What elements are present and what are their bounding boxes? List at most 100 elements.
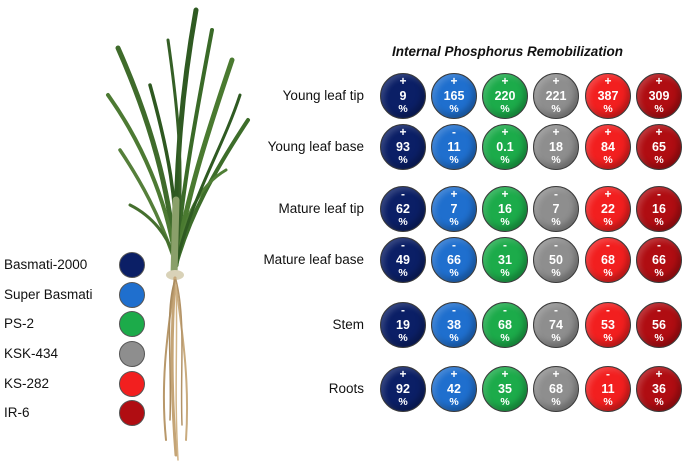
row-label: Young leaf tip [282, 88, 364, 103]
value-circle: +0.1% [482, 124, 528, 170]
percent-label: % [603, 332, 613, 344]
sign-label: - [452, 238, 456, 252]
percent-label: % [449, 267, 459, 279]
percent-label: % [551, 216, 561, 228]
value-circle: -19% [380, 302, 426, 348]
value-label: 65 [652, 140, 666, 154]
value-label: 387 [597, 89, 619, 103]
percent-label: % [500, 396, 510, 408]
sign-label: + [399, 74, 407, 88]
percent-label: % [500, 216, 510, 228]
percent-label: % [551, 267, 561, 279]
value-circle: -38% [431, 302, 477, 348]
legend-label: Basmati-2000 [4, 257, 88, 272]
sign-label: + [655, 125, 663, 139]
sign-label: + [399, 125, 407, 139]
value-label: 38 [447, 318, 461, 332]
value-circle: -11% [585, 366, 631, 412]
value-label: 84 [601, 140, 615, 154]
value-circle: +65% [636, 124, 682, 170]
percent-label: % [449, 332, 459, 344]
value-label: 68 [549, 382, 563, 396]
row-label: Young leaf base [267, 139, 364, 154]
value-circle: +165% [431, 73, 477, 119]
value-label: 93 [396, 140, 410, 154]
value-label: 66 [447, 253, 461, 267]
value-circle: -53% [585, 302, 631, 348]
percent-label: % [449, 216, 459, 228]
row-label: Mature leaf base [263, 252, 364, 267]
legend-item: IR-6 [0, 400, 150, 428]
legend-swatch [119, 252, 145, 278]
chart-title: Internal Phosphorus Remobilization [392, 44, 624, 59]
percent-label: % [398, 332, 408, 344]
value-circle: -68% [482, 302, 528, 348]
value-label: 0.1 [496, 140, 514, 154]
percent-label: % [500, 332, 510, 344]
value-label: 56 [652, 318, 666, 332]
value-label: 74 [549, 318, 563, 332]
sign-label: + [604, 125, 612, 139]
sign-label: + [604, 74, 612, 88]
value-label: 49 [396, 253, 410, 267]
percent-label: % [654, 267, 664, 279]
sign-label: - [554, 238, 558, 252]
value-label: 165 [443, 89, 465, 103]
value-circle: -11% [431, 124, 477, 170]
value-label: 220 [494, 89, 516, 103]
percent-label: % [603, 216, 613, 228]
percent-label: % [603, 267, 613, 279]
value-circle: -68% [585, 237, 631, 283]
sign-label: - [401, 303, 405, 317]
row-label: Mature leaf tip [278, 201, 364, 216]
sign-label: + [399, 367, 407, 381]
value-label: 62 [396, 202, 410, 216]
sign-label: + [501, 125, 509, 139]
legend-swatch [119, 400, 145, 426]
sign-label: + [604, 187, 612, 201]
value-circle: +93% [380, 124, 426, 170]
legend-label: IR-6 [4, 405, 30, 420]
sign-label: - [657, 238, 661, 252]
percent-label: % [449, 103, 459, 115]
value-circle: +36% [636, 366, 682, 412]
value-circle: -31% [482, 237, 528, 283]
value-circle: +220% [482, 73, 528, 119]
percent-label: % [500, 267, 510, 279]
percent-label: % [500, 103, 510, 115]
value-label: 7 [450, 202, 458, 216]
value-label: 53 [601, 318, 615, 332]
value-label: 309 [648, 89, 670, 103]
value-circle: -16% [636, 186, 682, 232]
value-circle: +42% [431, 366, 477, 412]
value-circle: -49% [380, 237, 426, 283]
value-circle: +84% [585, 124, 631, 170]
percent-label: % [654, 396, 664, 408]
legend-label: KSK-434 [4, 346, 59, 361]
value-label: 92 [396, 382, 410, 396]
sign-label: + [655, 74, 663, 88]
sign-label: + [450, 74, 458, 88]
value-circle: -62% [380, 186, 426, 232]
value-label: 50 [549, 253, 563, 267]
legend-swatch [119, 371, 145, 397]
percent-label: % [551, 332, 561, 344]
sign-label: + [501, 74, 509, 88]
legend-swatch [119, 311, 145, 337]
sign-label: - [657, 303, 661, 317]
percent-label: % [654, 103, 664, 115]
sign-label: + [552, 74, 560, 88]
sign-label: + [501, 367, 509, 381]
sign-label: - [554, 303, 558, 317]
sign-label: - [606, 238, 610, 252]
percent-label: % [500, 154, 510, 166]
percent-label: % [654, 154, 664, 166]
sign-label: + [655, 367, 663, 381]
sign-label: + [552, 367, 560, 381]
sign-label: - [503, 303, 507, 317]
sign-label: - [452, 303, 456, 317]
percent-label: % [398, 267, 408, 279]
value-label: 16 [498, 202, 512, 216]
value-label: 42 [447, 382, 461, 396]
value-circle: -50% [533, 237, 579, 283]
